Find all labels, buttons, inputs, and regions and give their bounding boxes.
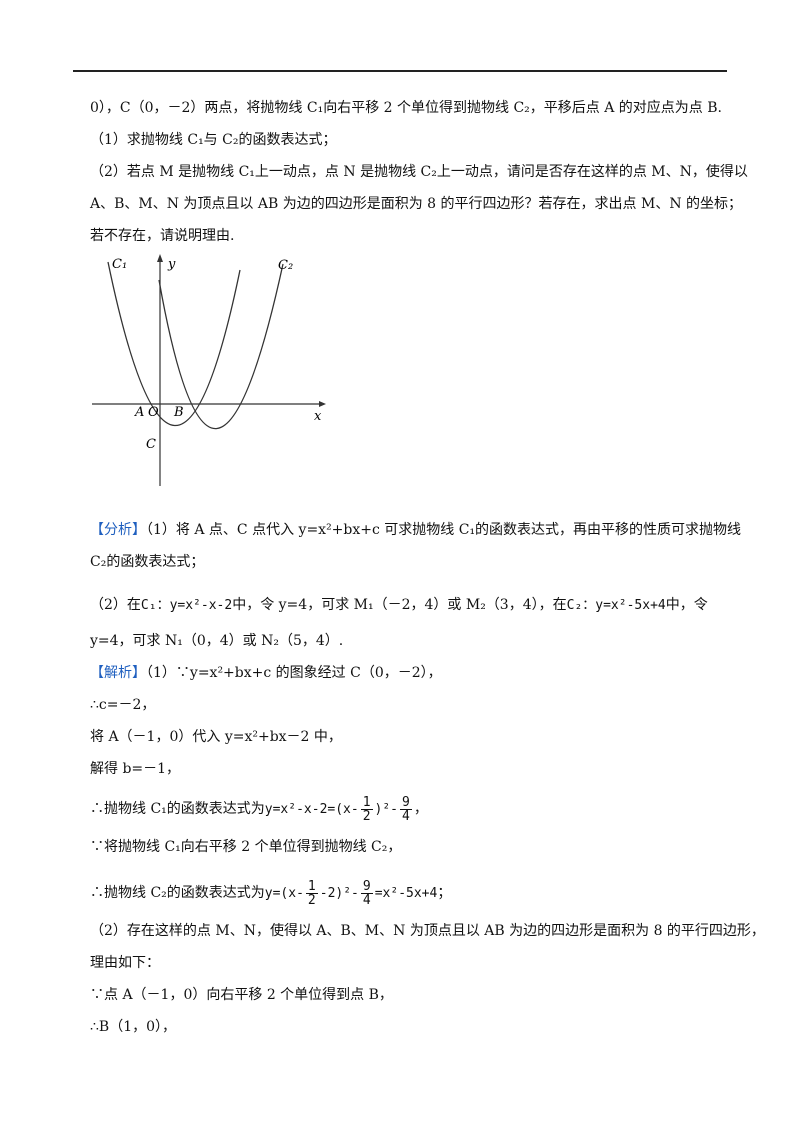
denominator: 2	[307, 893, 316, 908]
label-x: x	[314, 409, 322, 424]
denominator: 4	[362, 893, 371, 908]
formula-part: -2)²-	[319, 886, 359, 901]
question-2-line-3: 若不存在，请说明理由.	[90, 228, 235, 244]
analysis-3-pre: （2）在	[90, 597, 141, 613]
numerator: 9	[360, 879, 373, 894]
solution-tag: 【解析】	[90, 665, 146, 681]
solution-line-8: （2）存在这样的点 M、N，使得以 A、B、M、N 为顶点且以 AB 为边的四边…	[90, 923, 765, 939]
x-axis-arrow	[319, 401, 326, 407]
analysis-tag: 【分析】	[90, 522, 146, 538]
parabola-c1	[107, 261, 241, 427]
problem-line-1: 0），C（0，－2）两点，将抛物线 C₁向右平移 2 个单位得到抛物线 C₂，平…	[90, 100, 722, 116]
analysis-3-mid: 中，令 y=4，可求 M₁（－2，4）或 M₂（3，4），在	[232, 597, 567, 613]
formula-part: )²-	[374, 802, 399, 817]
analysis-text-1: （1）将 A 点、C 点代入 y=x²+bx+c 可求抛物线 C₁的函数表达式，…	[146, 522, 742, 538]
solution-line-11: ∴B（1，0），	[90, 1019, 177, 1035]
label-c2: C₂	[278, 258, 293, 273]
parabola-graph: C₁ C₂ y x A O B C	[92, 254, 326, 486]
question-2-line-1: （2）若点 M 是抛物线 C₁上一动点，点 N 是抛物线 C₂上一动点，请问是否…	[90, 164, 748, 180]
solution-line-6: ∵将抛物线 C₁向右平移 2 个单位得到抛物线 C₂，	[90, 839, 402, 855]
formula-part: y=(x-	[264, 886, 304, 901]
solution-line-9: 理由如下：	[90, 955, 160, 971]
label-o: O	[148, 405, 159, 420]
label-c: C	[146, 437, 156, 452]
analysis-line-3: （2）在C₁：y=x²-x-2中，令 y=4，可求 M₁（－2，4）或 M₂（3…	[90, 595, 708, 616]
question-1: （1）求抛物线 C₁与 C₂的函数表达式；	[90, 132, 337, 148]
solution-line-4: 解得 b=－1，	[90, 761, 181, 777]
solution-line-1: 【解析】（1）∵y=x²+bx+c 的图象经过 C（0，－2），	[90, 663, 442, 683]
numerator: 9	[400, 795, 412, 810]
header-rule	[73, 70, 727, 72]
c2-label: C₂：	[566, 598, 596, 613]
label-c1: C₁	[112, 257, 127, 272]
analysis-line-2: C₂的函数表达式；	[90, 554, 205, 570]
denominator: 2	[362, 809, 371, 824]
formula-part: y=x²-x-2=(x-	[264, 802, 359, 817]
numerator: 1	[360, 795, 373, 810]
c1-formula: y=x²-x-2	[169, 598, 233, 613]
solution-5-pre: ∴抛物线 C₁的函数表达式为	[90, 801, 265, 817]
solution-line-2: ∴c=－2，	[90, 697, 156, 713]
label-y: y	[167, 257, 176, 272]
c2-formula: y=x²-5x+4	[595, 598, 666, 613]
question-2-line-2: A、B、M、N 为顶点且以 AB 为边的四边形是面积为 8 的平行四边形？若存在…	[90, 196, 743, 212]
y-axis-arrow	[157, 254, 163, 262]
solution-7-pre: ∴抛物线 C₂的函数表达式为	[90, 885, 265, 901]
analysis-line-1: 【分析】（1）将 A 点、C 点代入 y=x²+bx+c 可求抛物线 C₁的函数…	[90, 520, 741, 540]
label-a: A	[134, 405, 144, 420]
solution-line-10: ∵点 A（－1，0）向右平移 2 个单位得到点 B，	[90, 987, 393, 1003]
c1-label: C₁：	[140, 598, 170, 613]
parabola-c2	[158, 263, 284, 430]
solution-5-post: ，	[413, 801, 428, 817]
solution-line-3: 将 A（－1，0）代入 y=x²+bx－2 中，	[90, 729, 342, 745]
label-b: B	[173, 405, 184, 420]
solution-text-1: （1）∵y=x²+bx+c 的图象经过 C（0，－2），	[146, 665, 442, 681]
solution-7-post: ；	[437, 885, 452, 901]
analysis-3-post: 中，令	[665, 597, 708, 613]
numerator: 1	[305, 879, 318, 894]
denominator: 4	[402, 809, 410, 824]
formula-part: =x²-5x+4	[374, 886, 438, 901]
analysis-line-4: y=4，可求 N₁（0，4）或 N₂（5，4）.	[90, 633, 344, 649]
